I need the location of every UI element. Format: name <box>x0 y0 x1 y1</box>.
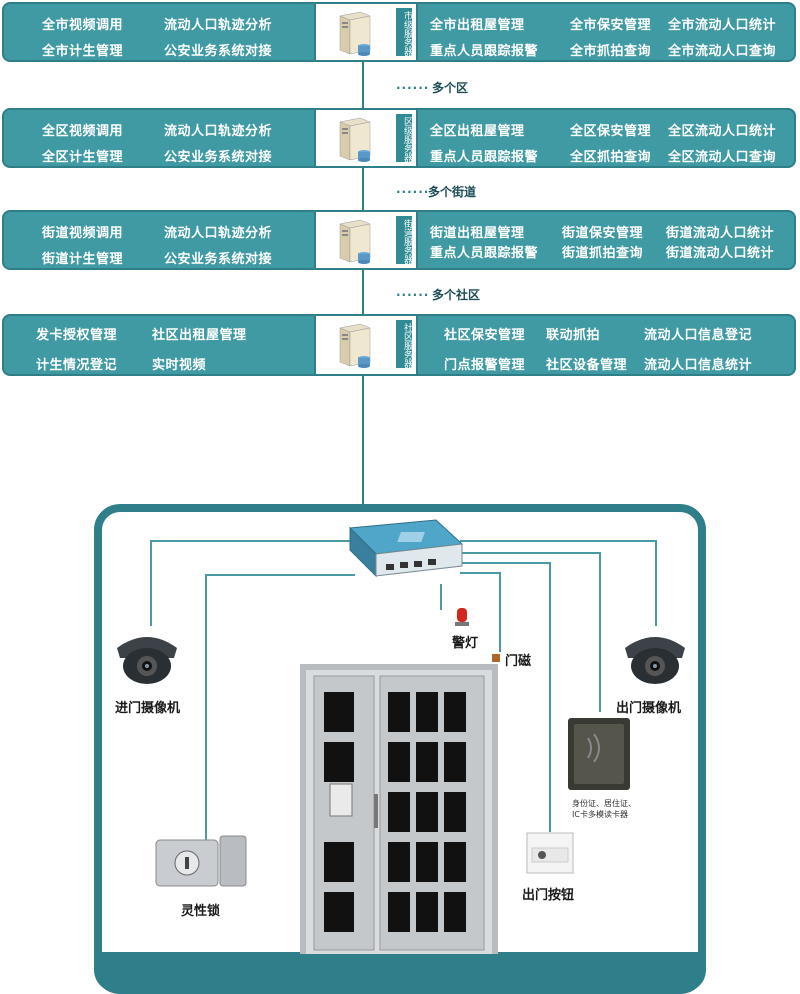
tier-item: 门点报警管理 <box>444 358 526 373</box>
tier-item: 全区视频调用 <box>42 124 124 139</box>
wire <box>460 552 600 554</box>
wire <box>460 562 550 564</box>
tier-item: 全区保安管理 <box>570 124 652 139</box>
tier-item: 流动人口轨迹分析 <box>164 226 273 241</box>
tier-community: 发卡授权管理 社区出租屋管理 计生情况登记 实时视频 社区服务器 社区保安管理 … <box>2 314 796 376</box>
alarm-light-label: 警灯 <box>452 636 479 651</box>
server-label: 区级服务器 <box>396 114 412 162</box>
tier-item: 联动抓拍 <box>546 328 601 343</box>
door-icon <box>300 664 498 954</box>
wire <box>460 572 500 574</box>
server-box: 社区服务器 <box>314 314 418 376</box>
wire <box>499 572 501 652</box>
exit-button-icon <box>526 832 574 874</box>
tier-item: 街道抓拍查询 <box>562 246 644 261</box>
tier-item: 计生情况登记 <box>36 358 118 373</box>
link-dots: ...... <box>396 182 430 196</box>
wire <box>460 540 656 542</box>
tier-item: 全市保安管理 <box>570 18 652 33</box>
tier-item: 街道流动人口统计 <box>666 246 775 261</box>
wire <box>205 574 207 844</box>
tier-item: 全市出租屋管理 <box>430 18 525 33</box>
tier-item: 发卡授权管理 <box>36 328 118 343</box>
tier-item: 重点人员跟踪报警 <box>430 44 539 59</box>
tier-item: 全市计生管理 <box>42 44 124 59</box>
tier-item: 社区设备管理 <box>546 358 628 373</box>
tier-item: 街道出租屋管理 <box>430 226 525 241</box>
link-dots: ...... <box>396 78 430 92</box>
exit-camera-label: 出门摄像机 <box>616 701 682 716</box>
tier-item: 全区抓拍查询 <box>570 150 652 165</box>
link-dots: ...... <box>396 285 430 299</box>
exit-button-label: 出门按钮 <box>522 888 575 903</box>
server-box: 区级服务器 <box>314 108 418 168</box>
server-box: 市级服务器 <box>314 2 418 62</box>
tier-item: 实时视频 <box>152 358 207 373</box>
tier-street: 街道视频调用 流动人口轨迹分析 街道计生管理 公安业务系统对接 街道服务器 街道… <box>2 210 796 270</box>
server-icon <box>339 323 371 368</box>
wire <box>599 552 601 712</box>
tier-item: 流动人口信息统计 <box>644 358 753 373</box>
connector-line <box>362 376 364 508</box>
lock-icon <box>155 835 247 887</box>
server-icon <box>339 117 371 162</box>
tier-item: 街道流动人口统计 <box>666 226 775 241</box>
tier-item: 全区出租屋管理 <box>430 124 525 139</box>
link-label: 多个街道 <box>428 185 477 199</box>
tier-item: 重点人员跟踪报警 <box>430 246 539 261</box>
tier-item: 流动人口信息登记 <box>644 328 753 343</box>
entry-camera-icon <box>117 637 177 684</box>
wire <box>440 584 442 610</box>
connector-line <box>362 168 364 212</box>
tier-item: 社区出租屋管理 <box>152 328 247 343</box>
frame-base <box>94 952 706 992</box>
lock-label: 灵性锁 <box>181 904 221 919</box>
connector-line <box>362 62 364 108</box>
alarm-light-icon <box>455 608 469 626</box>
tier-item: 街道计生管理 <box>42 252 124 267</box>
door-magnet-label: 门磁 <box>505 654 532 669</box>
tier-item: 全市抓拍查询 <box>570 44 652 59</box>
tier-item: 流动人口轨迹分析 <box>164 124 273 139</box>
tier-item: 全市视频调用 <box>42 18 124 33</box>
tier-item: 公安业务系统对接 <box>164 150 273 165</box>
server-box: 街道服务器 <box>314 210 418 270</box>
door-magnet-icon <box>492 654 500 662</box>
tier-district: 全区视频调用 流动人口轨迹分析 全区计生管理 公安业务系统对接 区级服务器 全区… <box>2 108 796 168</box>
tier-item: 全市流动人口统计 <box>668 18 777 33</box>
access-controller-icon <box>348 519 464 578</box>
wire <box>549 562 551 832</box>
server-icon <box>339 219 371 264</box>
card-reader-label: 身份证、居住证、IC卡多模读卡器 <box>572 799 636 819</box>
tier-item: 公安业务系统对接 <box>164 44 273 59</box>
link-label: 多个区 <box>432 81 469 95</box>
tier-item: 重点人员跟踪报警 <box>430 150 539 165</box>
tier-item: 街道保安管理 <box>562 226 644 241</box>
server-icon <box>339 11 371 56</box>
tier-item: 公安业务系统对接 <box>164 252 273 267</box>
wire <box>655 540 657 626</box>
entry-camera-label: 进门摄像机 <box>115 701 181 716</box>
tier-item: 全区计生管理 <box>42 150 124 165</box>
tier-item: 街道视频调用 <box>42 226 124 241</box>
server-label: 社区服务器 <box>396 320 412 368</box>
exit-camera-icon <box>625 637 685 684</box>
link-label: 多个社区 <box>432 288 481 302</box>
tier-item: 流动人口轨迹分析 <box>164 18 273 33</box>
wire <box>150 540 350 542</box>
server-label: 市级服务器 <box>396 8 412 56</box>
tier-item: 全区流动人口查询 <box>668 150 777 165</box>
server-label: 街道服务器 <box>396 216 412 264</box>
connector-line <box>362 270 364 314</box>
card-reader-icon <box>568 718 630 790</box>
wire <box>205 574 355 576</box>
tier-item: 全区流动人口统计 <box>668 124 777 139</box>
tier-item: 社区保安管理 <box>444 328 526 343</box>
wire <box>150 540 152 626</box>
tier-item: 全市流动人口查询 <box>668 44 777 59</box>
tier-city: 全市视频调用 流动人口轨迹分析 全市计生管理 公安业务系统对接 市级服务器 全市… <box>2 2 796 62</box>
